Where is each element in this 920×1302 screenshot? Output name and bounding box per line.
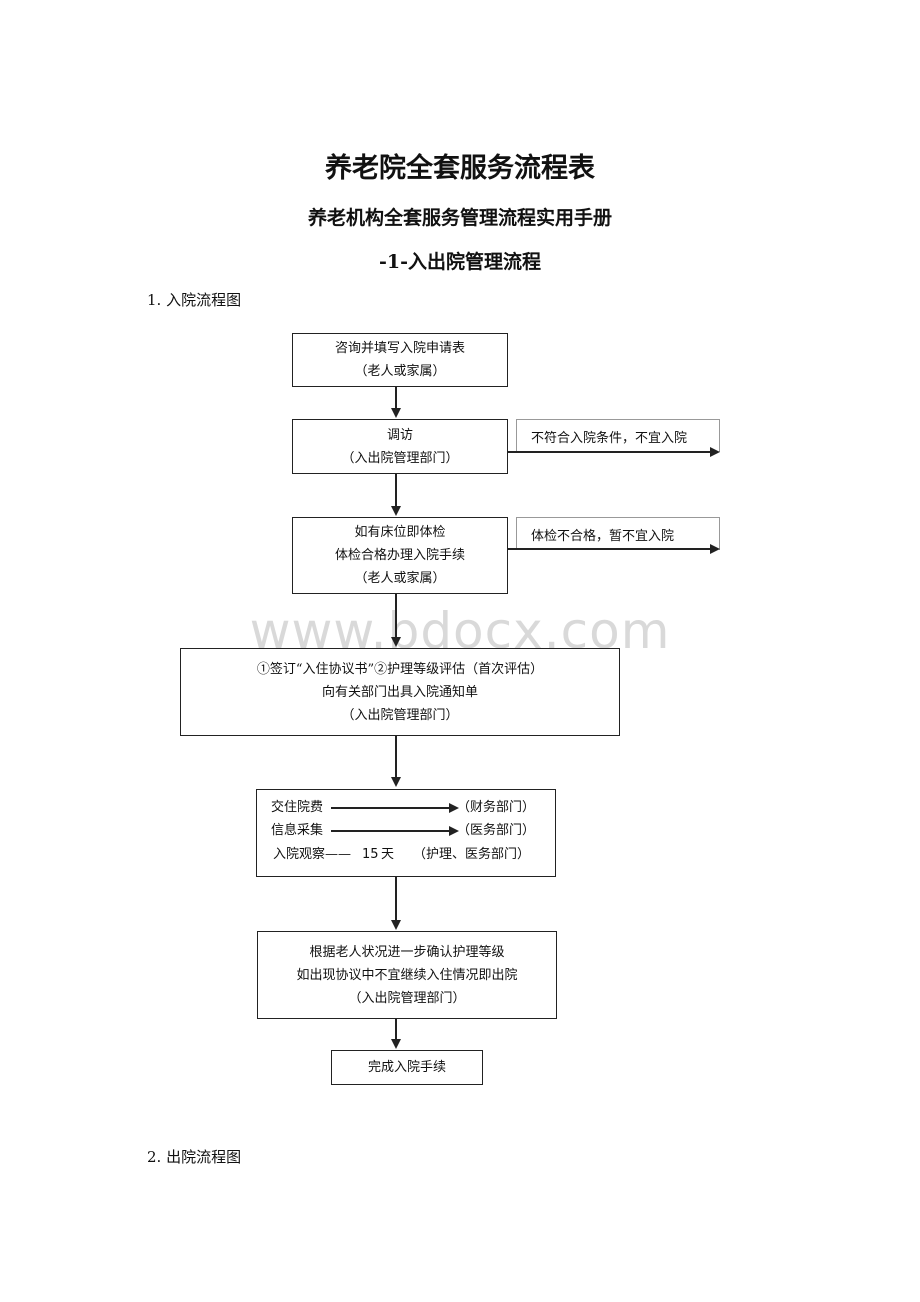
info-department: （医务部门） (457, 823, 536, 838)
side-note-failed-checkup: 体检不合格，暂不宜入院 (516, 517, 720, 550)
arrow-down-icon (391, 777, 401, 787)
document-subtitle: 养老机构全套服务管理流程实用手册 (307, 207, 612, 229)
flow-step-checkup: 如有床位即体检 体检合格办理入院手续 （老人或家属） (292, 517, 508, 594)
step-text: （入出院管理部门） (341, 707, 459, 723)
section-title: -1-入出院管理流程 (379, 251, 541, 273)
connector-line (395, 474, 397, 507)
step-text: 如有床位即体检 (354, 525, 446, 540)
connector-line (331, 830, 451, 832)
arrow-down-icon (391, 920, 401, 930)
watermark: www.bdocx.com (249, 602, 671, 660)
step-text: 向有关部门出具入院通知单 (321, 684, 478, 700)
connector-line (395, 877, 397, 921)
admission-section-heading: 1. 入院流程图 (147, 291, 242, 309)
fee-label: 交住院费 (271, 800, 324, 815)
connector-line (395, 1019, 397, 1040)
arrow-down-icon (391, 637, 401, 647)
connector-line (395, 594, 397, 638)
step-text: 根据老人状况进一步确认护理等级 (309, 944, 505, 960)
connector-line (395, 736, 397, 778)
document-title: 养老院全套服务流程表 (325, 153, 595, 184)
step-text: 调访 (386, 427, 413, 443)
flow-step-fees-info: 交住院费 （财务部门） 信息采集 （医务部门） 入院观察—— 15 天 （护理、… (256, 789, 556, 877)
step-text: ①签订“入住协议书”②护理等级评估（首次评估） (256, 661, 544, 677)
arrow-right-icon (449, 803, 459, 813)
step-text: 完成入院手续 (367, 1060, 446, 1075)
step-text: （老人或家属） (354, 364, 446, 379)
flow-step-visit: 调访 （入出院管理部门） (292, 419, 508, 474)
observation-unit: 天 (381, 847, 395, 862)
step-text: （入出院管理部门） (348, 990, 466, 1006)
step-text: （老人或家属） (354, 571, 446, 586)
fee-department: （财务部门） (457, 800, 536, 815)
info-label: 信息采集 (271, 823, 324, 838)
arrow-down-icon (391, 408, 401, 418)
arrow-right-icon (710, 544, 720, 554)
connector-line (395, 387, 397, 409)
step-text: （入出院管理部门） (341, 450, 459, 466)
flow-step-confirm-care-level: 根据老人状况进一步确认护理等级 如出现协议中不宜继续入住情况即出院 （入出院管理… (257, 931, 557, 1019)
observation-department: （护理、医务部门） (413, 847, 531, 862)
observation-days: 15 (362, 847, 379, 862)
arrow-right-icon (449, 826, 459, 836)
flow-step-application: 咨询并填写入院申请表 （老人或家属） (292, 333, 508, 387)
step-text: 如出现协议中不宜继续入住情况即出院 (296, 967, 518, 983)
connector-line (331, 807, 451, 809)
step-text: 咨询并填写入院申请表 (334, 341, 465, 356)
arrow-down-icon (391, 506, 401, 516)
step-text: 体检合格办理入院手续 (334, 548, 465, 563)
discharge-section-heading: 2. 出院流程图 (147, 1148, 242, 1166)
observation-label: 入院观察—— (273, 847, 352, 862)
arrow-down-icon (391, 1039, 401, 1049)
arrow-right-icon (710, 447, 720, 457)
connector-line (508, 451, 712, 453)
side-note-not-eligible: 不符合入院条件，不宜入院 (516, 419, 720, 452)
flow-step-agreement: ①签订“入住协议书”②护理等级评估（首次评估） 向有关部门出具入院通知单 （入出… (180, 648, 620, 736)
connector-line (508, 548, 712, 550)
flow-step-complete: 完成入院手续 (331, 1050, 483, 1085)
